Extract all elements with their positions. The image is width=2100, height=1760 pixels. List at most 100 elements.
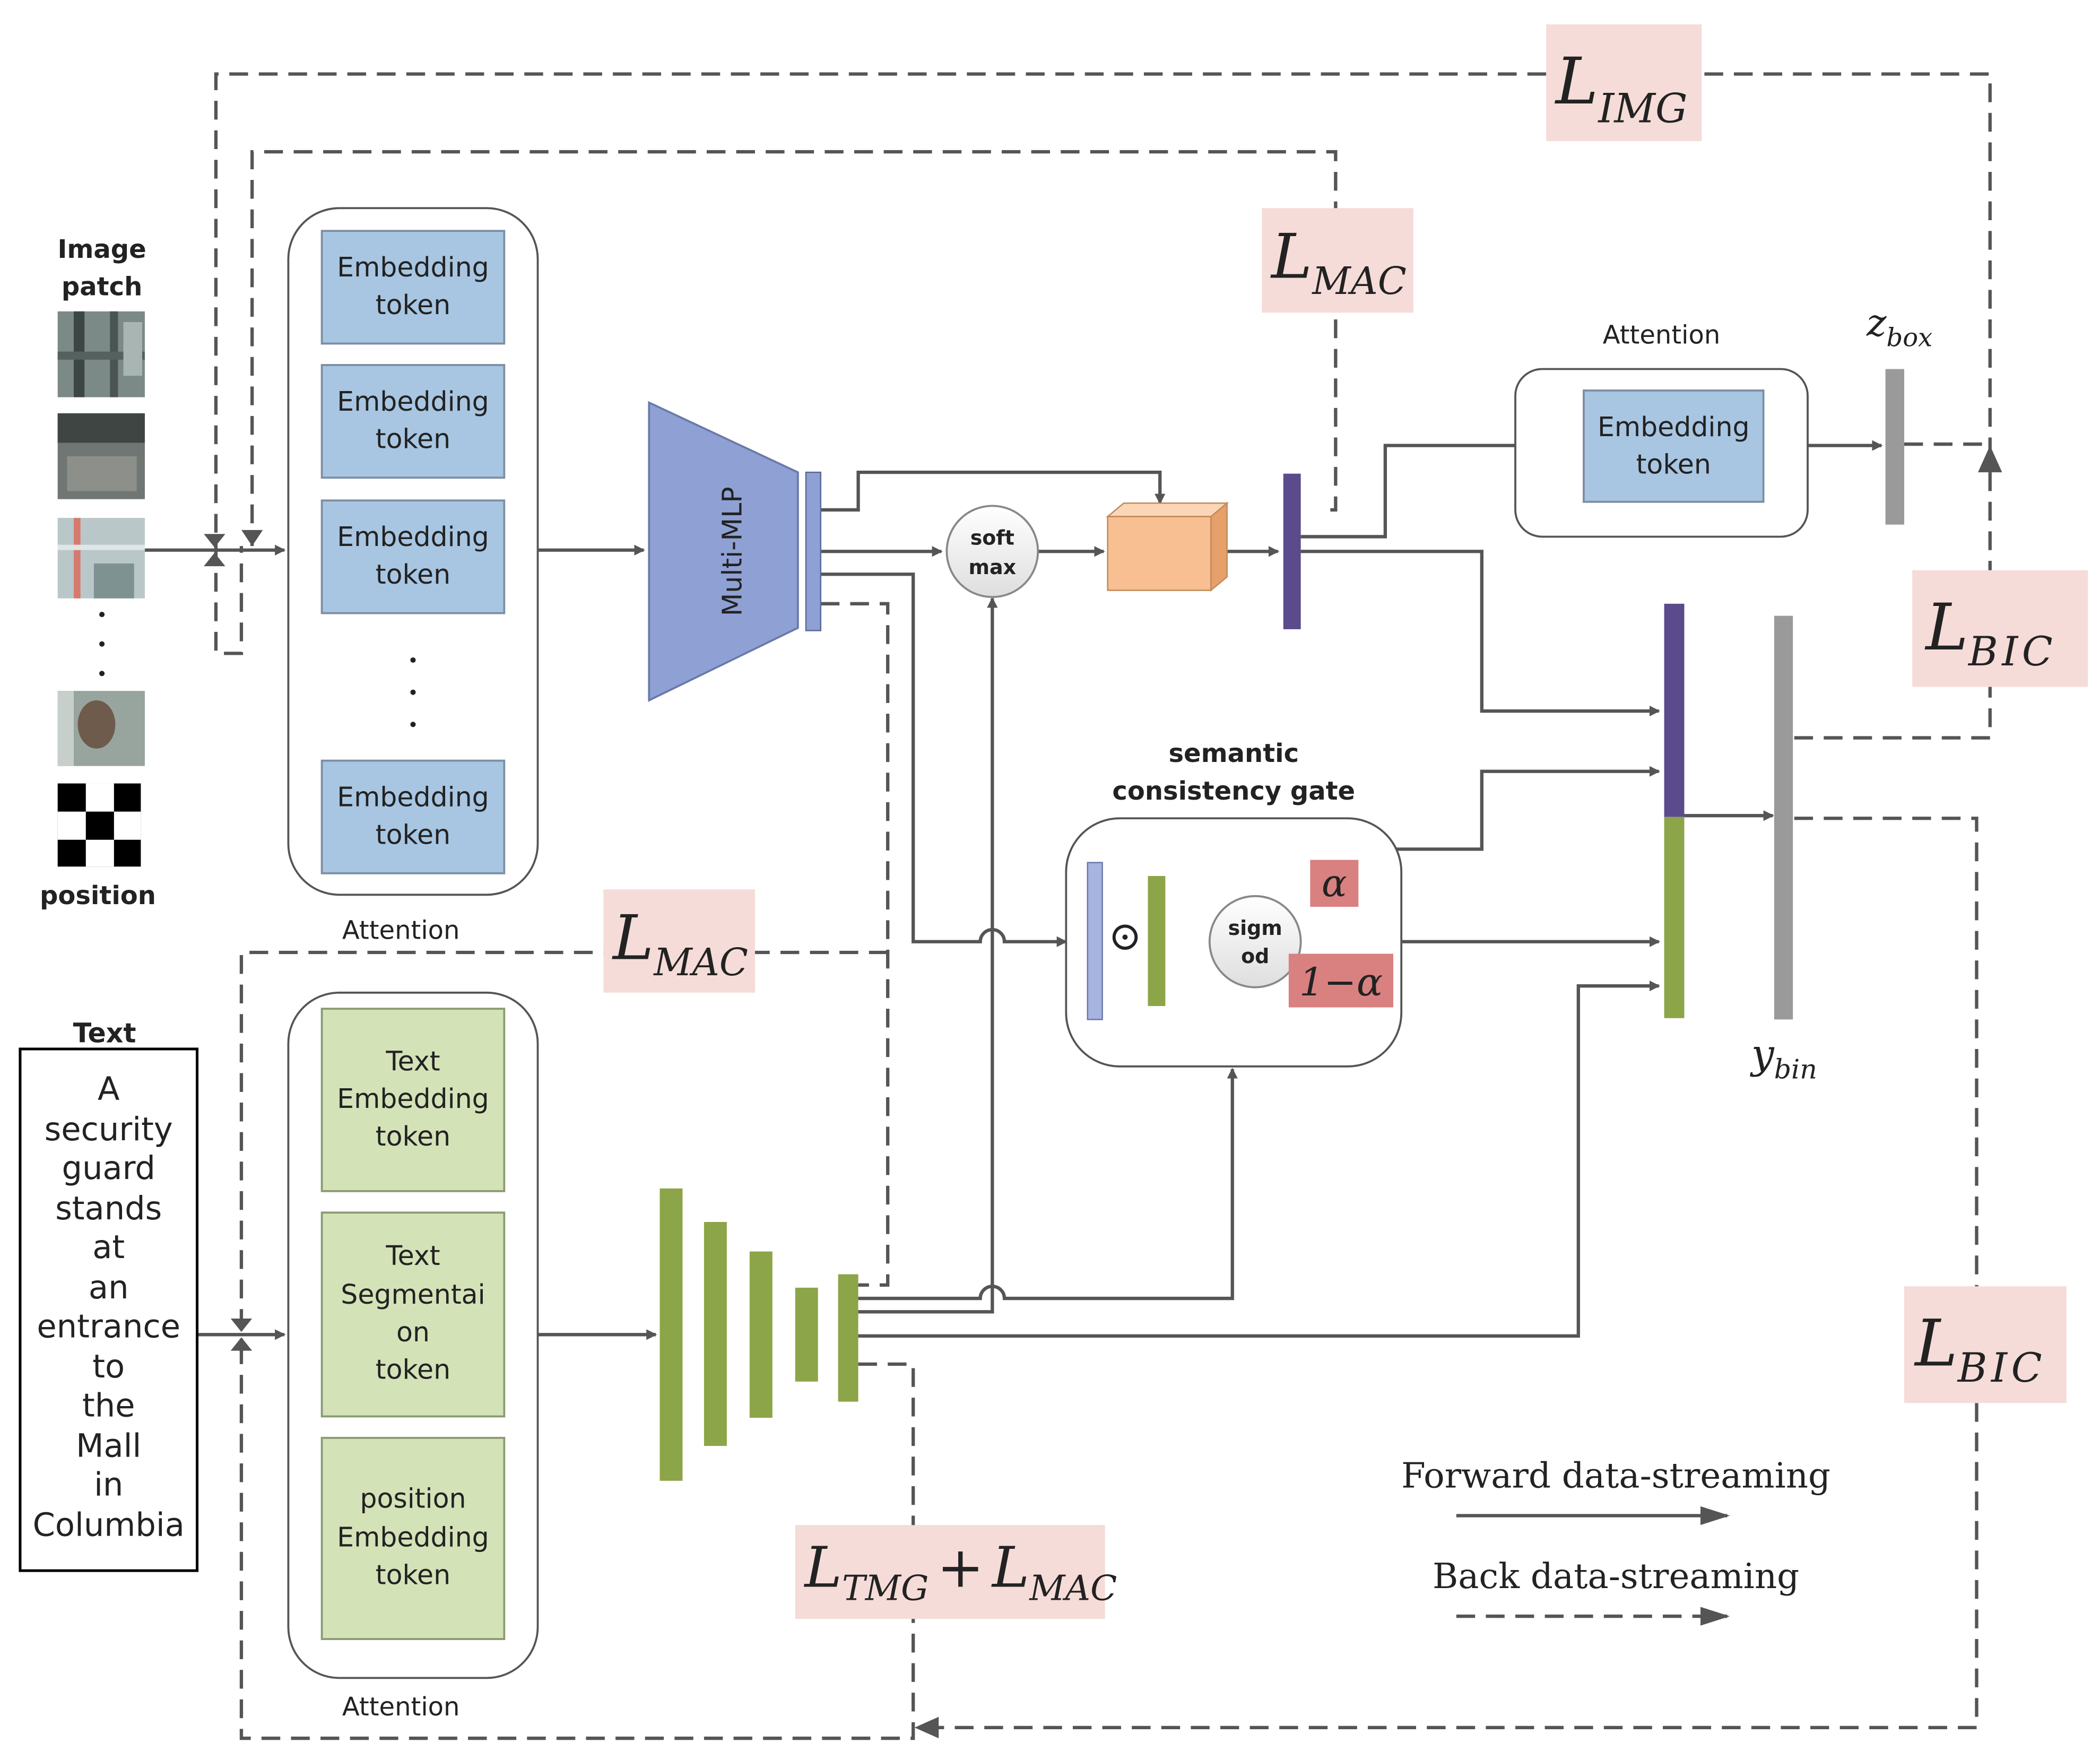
position-label: position: [40, 881, 156, 911]
image-patch-3: [57, 518, 145, 599]
sigmoid-label-1: sigm: [1228, 916, 1282, 940]
multi-mlp-label: Multi-MLP: [717, 487, 748, 616]
box-embedding-token-line1: Embedding: [1598, 411, 1750, 443]
multi-mlp-block: [648, 401, 799, 702]
text-line-1: A: [98, 1071, 119, 1108]
loss-mac-mid: LMAC: [603, 889, 755, 993]
text-line-2: security: [45, 1111, 173, 1148]
alpha-box: [1310, 860, 1359, 907]
image-patch-title: Image: [57, 235, 146, 264]
embedding-token-2: Embedding token: [320, 364, 506, 479]
one-minus-alpha-label: 1−α: [1299, 960, 1383, 1005]
tmg-return-arrowhead: [914, 1716, 939, 1739]
image-attention-label: Attention: [342, 916, 460, 946]
embedding-token-4-line2: token: [376, 819, 450, 850]
y-bin-vector: [1774, 615, 1793, 1020]
softmax-label-1: soft: [970, 526, 1014, 550]
embedding-token-1-line1: Embedding: [337, 252, 489, 283]
bic-return-arrowhead: [1978, 445, 2002, 473]
loss-mac-top: LMAC: [1262, 208, 1413, 313]
loss-img: LIMG: [1546, 24, 1702, 141]
z-box-label: zbox: [1866, 300, 1932, 352]
gate-title-1: semantic: [1168, 739, 1299, 768]
text-input-box: [19, 1047, 199, 1572]
text-attention-label: Attention: [342, 1692, 460, 1722]
gate-image-vector: [1087, 862, 1103, 1020]
text-encoder-layer-3: [749, 1251, 773, 1418]
text-title: Text: [73, 1017, 136, 1048]
loss-bic-top: LBIC: [1912, 570, 2088, 687]
embedding-token-4-line1: Embedding: [337, 781, 489, 812]
text-line-12: Columbia: [33, 1506, 185, 1544]
softmax-node: [945, 505, 1039, 599]
z-box-vector: [1885, 369, 1904, 525]
box-embedding-token: [1583, 389, 1765, 503]
text-token-3-line1: position: [360, 1482, 466, 1514]
text-token-1-line3: token: [376, 1121, 450, 1152]
legend-back-label: Back data-streaming: [1433, 1556, 1799, 1597]
image-feature-vector: [1283, 473, 1301, 629]
text-token-3-line2: Embedding: [337, 1522, 489, 1553]
svg-text:LMAC: LMAC: [1270, 221, 1407, 303]
text-token-1-line1: Text: [385, 1045, 440, 1077]
embedding-token-1-line2: token: [376, 289, 450, 320]
gate-title-2: consistency gate: [1112, 776, 1355, 806]
legend-forward-label: Forward data-streaming: [1401, 1455, 1830, 1496]
image-patch-1: [57, 311, 145, 397]
svg-text:LBIC: LBIC: [1924, 589, 2056, 675]
text-token-3: position Embedding token: [320, 1437, 506, 1640]
merge-arrowheads: [204, 530, 263, 1351]
text-line-5: at: [92, 1229, 125, 1266]
text-token-2-line3: on: [396, 1316, 430, 1348]
text-line-4: stands: [55, 1190, 162, 1227]
sigmoid-label-2: od: [1241, 944, 1269, 968]
svg-text:LTMG+LMAC: LTMG+LMAC: [803, 1534, 1117, 1608]
svg-text:LMAC: LMAC: [612, 903, 748, 984]
box-attention-label: Attention: [1603, 320, 1721, 350]
one-minus-alpha-box: [1288, 953, 1394, 1008]
box-embedding-token-line2: token: [1636, 449, 1711, 480]
text-line-10: Mall: [76, 1427, 141, 1464]
concat-image-part: [1664, 603, 1685, 817]
embedding-token-3: Embedding token: [320, 499, 506, 614]
gate-text-vector: [1148, 875, 1166, 1007]
alpha-label: α: [1322, 861, 1347, 905]
fusion-cube: [1106, 501, 1229, 592]
image-patch-2: [57, 413, 145, 499]
embedding-token-3-line1: Embedding: [337, 521, 489, 552]
text-token-1: Text Embedding token: [320, 1008, 506, 1192]
loss-bic-bottom: LBIC: [1904, 1286, 2067, 1403]
text-encoder-layer-1: [659, 1188, 683, 1481]
image-patch-4: [57, 691, 145, 766]
embedding-tokens-ellipsis: [410, 657, 416, 727]
sigmoid-node: [1208, 895, 1302, 989]
text-line-7: entrance: [37, 1308, 180, 1345]
text-token-2-line2: Segmentai: [341, 1279, 485, 1310]
embedding-token-3-line2: token: [376, 559, 450, 590]
text-line-9: the: [82, 1387, 135, 1424]
text-encoder-layer-2: [704, 1222, 727, 1446]
image-patch-ellipsis: [99, 612, 105, 677]
embedding-token-2-line1: Embedding: [337, 386, 489, 417]
text-encoder-layer-4: [795, 1287, 818, 1382]
image-patch-thumbnails: [57, 311, 145, 766]
text-encoder-layers: [659, 1188, 858, 1481]
concat-text-part: [1664, 817, 1685, 1018]
position-checkerboard: [57, 783, 141, 867]
y-bin-label: ybin: [1750, 1030, 1817, 1085]
text-token-2: Text Segmentai on token: [320, 1211, 506, 1418]
gate-odot: ⊙: [1108, 913, 1142, 959]
loss-tmg-mac: LTMG+LMAC: [795, 1525, 1117, 1619]
text-token-2-line4: token: [376, 1354, 450, 1385]
text-token-2-line1: Text: [385, 1240, 440, 1271]
text-input-lines: A security guard stands at an entrance t…: [33, 1071, 185, 1544]
image-patch-title-2: patch: [62, 272, 142, 302]
text-line-6: an: [89, 1269, 129, 1306]
text-token-3-line3: token: [376, 1559, 450, 1590]
text-token-1-line2: Embedding: [337, 1083, 489, 1114]
text-line-8: to: [92, 1348, 125, 1385]
svg-text:LBIC: LBIC: [1914, 1305, 2046, 1391]
embedding-token-1: Embedding token: [320, 230, 506, 345]
text-line-3: guard: [62, 1150, 155, 1187]
embedding-token-2-line2: token: [376, 423, 450, 455]
